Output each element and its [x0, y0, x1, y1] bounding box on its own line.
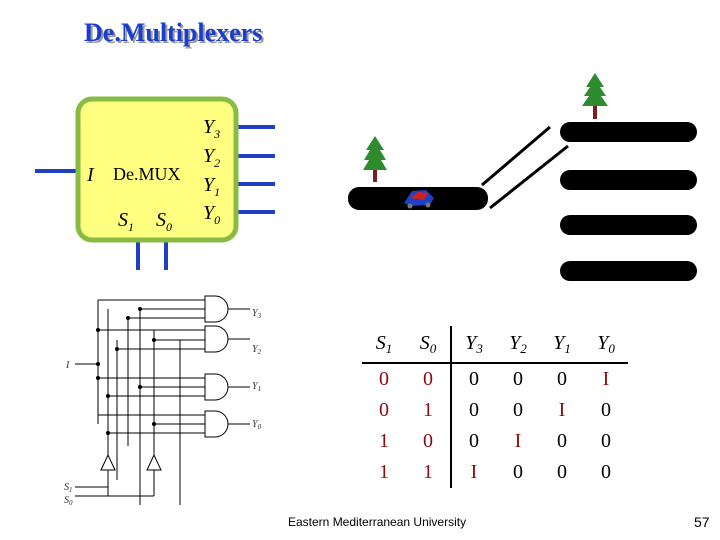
- circuit-output-y2: Y2: [252, 344, 262, 356]
- table-cell: 1: [423, 399, 433, 421]
- page-number: 57: [694, 514, 710, 530]
- table-cell: 0: [423, 430, 433, 452]
- table-cell: 0: [601, 430, 611, 452]
- table-cell: 0: [601, 461, 611, 483]
- table-cell: 0: [513, 368, 523, 390]
- demux-name: De.MUX: [113, 164, 181, 184]
- table-cell: 0: [379, 399, 389, 421]
- table-cell: 1: [423, 461, 433, 483]
- table-cell: 0: [450, 395, 496, 426]
- table-cell: I: [514, 430, 522, 452]
- header-y3: Y3: [450, 326, 496, 364]
- table-cell: 0: [513, 399, 523, 421]
- page-title: De.Multiplexers: [84, 18, 263, 47]
- table-cell: 0: [557, 461, 567, 483]
- table-cell: 0: [450, 363, 496, 395]
- road-output-3: [560, 215, 697, 235]
- table-cell: 0: [557, 430, 567, 452]
- header-y2: Y2: [496, 326, 540, 364]
- road-output-1: [560, 122, 697, 142]
- header-s0: S0: [406, 326, 451, 364]
- table-cell: 0: [601, 399, 611, 421]
- table-cell: 0: [423, 368, 433, 390]
- circuit-select-s1: S1: [64, 482, 73, 494]
- demux-label-s0: S0: [156, 209, 172, 234]
- demux-input-label: I: [86, 164, 95, 186]
- table-cell: 1: [379, 430, 389, 452]
- table-cell: 0: [379, 368, 389, 390]
- road-output-4: [560, 261, 697, 281]
- table-cell: 0: [513, 461, 523, 483]
- car-icon: [404, 190, 434, 209]
- circuit-junctions: [96, 307, 156, 435]
- tree-icon: [363, 136, 387, 182]
- demux-label-y1: Y1: [203, 174, 220, 199]
- switch-rail-2: [489, 144, 569, 210]
- circuit-input-label: I: [65, 360, 70, 371]
- table-cell: I: [450, 457, 496, 488]
- demux-label-y2: Y2: [203, 145, 220, 170]
- table-row: 0 1 0 0 I 0: [362, 395, 628, 426]
- demux-label-y0: Y0: [203, 202, 220, 227]
- circuit-output-y3: Y3: [252, 308, 262, 320]
- tree-icon: [582, 73, 608, 119]
- demux-label-s1: S1: [118, 209, 134, 234]
- table-cell: 0: [450, 426, 496, 457]
- road-output-2: [560, 170, 697, 190]
- circuit-output-y1: Y1: [252, 381, 261, 393]
- demux-label-y3: Y3: [203, 116, 220, 141]
- table-row: 1 0 0 I 0 0: [362, 426, 628, 457]
- header-y0: Y0: [584, 326, 628, 364]
- road-illustration: [348, 73, 697, 281]
- circuit-select-s0: S0: [64, 495, 73, 507]
- demux-box: [75, 96, 239, 243]
- circuit-output-y0: Y0: [252, 419, 262, 431]
- table-row: 1 1 I 0 0 0: [362, 457, 628, 488]
- truth-table: S1 S0 Y3 Y2 Y1 Y0 0 0 0 0 0 I 0 1 0 0 I …: [362, 326, 628, 488]
- table-cell: I: [558, 399, 566, 421]
- demux-block: I De.MUX Y3 Y2 Y1 Y0 S1 S0: [35, 96, 275, 270]
- table-row: 0 0 0 0 0 I: [362, 363, 628, 395]
- footer-text: Eastern Mediterranean University: [288, 515, 467, 529]
- demux-circuit: [75, 295, 250, 505]
- table-cell: I: [602, 368, 610, 390]
- switch-rail-1: [481, 125, 551, 187]
- truth-table-header: S1 S0 Y3 Y2 Y1 Y0: [362, 326, 628, 364]
- table-cell: 0: [557, 368, 567, 390]
- table-cell: 1: [379, 461, 389, 483]
- header-y1: Y1: [540, 326, 584, 364]
- header-s1: S1: [362, 326, 406, 364]
